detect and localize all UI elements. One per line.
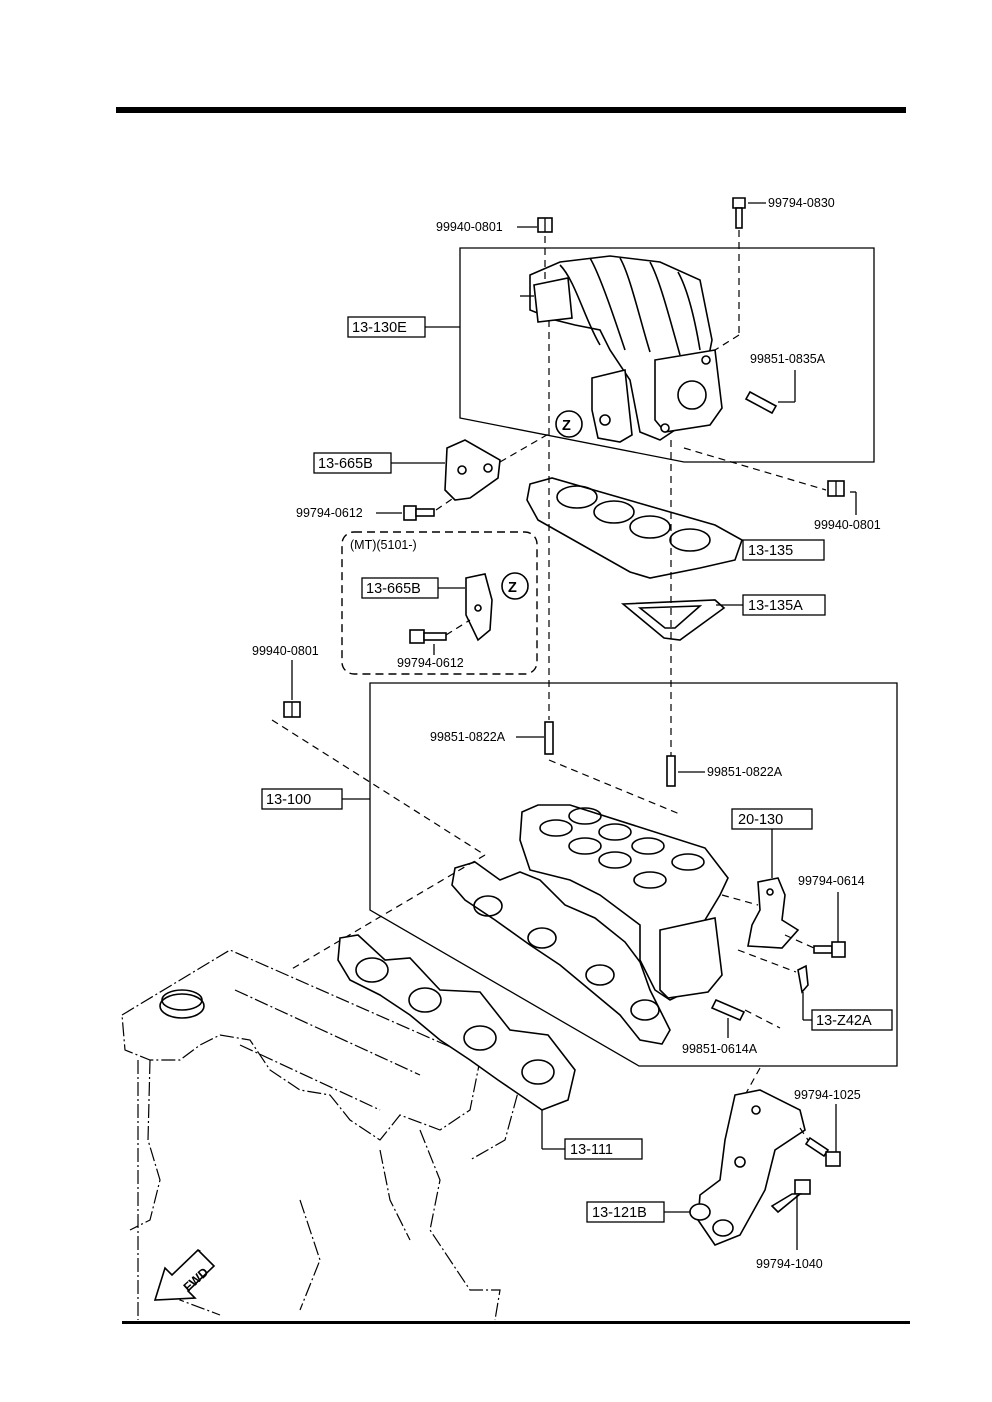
part-label-20-130: 20-130 <box>738 812 783 828</box>
bolt-icon <box>770 1179 811 1214</box>
bracket-20-130 <box>747 877 800 949</box>
fastener-label-99794-0612-top: 99794-0612 <box>296 506 363 520</box>
part-box-13-Z42A <box>811 1009 893 1031</box>
fastener-label-99940-0801-left: 99940-0801 <box>252 644 319 658</box>
fastener-label-99794-0612-mt: 99794-0612 <box>397 656 464 670</box>
svg-text:Z: Z <box>562 418 571 434</box>
header-rule <box>116 107 906 113</box>
bracket-13-665B-mt <box>465 573 493 642</box>
bolt-icon <box>804 1136 841 1167</box>
svg-text:Z: Z <box>508 580 517 596</box>
part-label-13-Z42A: 13-Z42A <box>816 1013 872 1029</box>
mt-option-group-box <box>341 531 538 675</box>
stud-icon <box>710 998 746 1022</box>
fastener-label-99940-0801-right: 99940-0801 <box>814 518 881 532</box>
footer-rule <box>122 1321 910 1324</box>
upper-intake-manifold <box>520 255 723 443</box>
part-label-13-665B-top: 13-665B <box>318 456 373 472</box>
fastener-label-99794-1025: 99794-1025 <box>794 1088 861 1102</box>
part-box-13-121B <box>586 1201 665 1223</box>
lower-intake-manifold <box>451 804 729 1045</box>
part-label-13-135A: 13-135A <box>748 598 803 614</box>
clip-13-Z42A <box>797 964 809 994</box>
fastener-label-99851-0835A: 99851-0835A <box>750 352 826 366</box>
gasket-13-135 <box>526 477 743 579</box>
bolt-icon <box>732 197 746 229</box>
nut-icon <box>537 217 553 233</box>
part-label-13-111: 13-111 <box>570 1142 613 1158</box>
stud-icon <box>744 390 778 415</box>
fastener-label-99794-1040: 99794-1040 <box>756 1257 823 1271</box>
lower-manifold-group-outline <box>369 682 898 1067</box>
upper-manifold-group-outline <box>459 247 875 463</box>
part-box-13-111 <box>564 1138 643 1160</box>
part-label-13-130E: 13-130E <box>352 320 407 336</box>
fastener-label-99851-0822A-left: 99851-0822A <box>430 730 506 744</box>
fastener-label-99794-0614: 99794-0614 <box>798 874 865 888</box>
gasket-13-135A <box>620 599 726 641</box>
part-label-13-100: 13-100 <box>266 792 311 808</box>
oil-filler-cap <box>159 989 205 1019</box>
nut-icon <box>283 701 301 718</box>
bracket-13-665B <box>444 439 501 501</box>
fastener-label-99851-0822A-right: 99851-0822A <box>707 765 783 779</box>
fastener-label-99940-0801-top: 99940-0801 <box>436 220 503 234</box>
stud-icon <box>666 755 676 787</box>
bolt-icon <box>409 629 447 644</box>
fastener-label-99794-0830: 99794-0830 <box>768 196 835 210</box>
part-label-13-135: 13-135 <box>748 543 793 559</box>
bolt-icon <box>813 941 846 958</box>
part-box-13-135A <box>742 594 826 616</box>
bolt-icon <box>403 505 435 521</box>
nut-icon <box>827 480 845 497</box>
part-box-13-135 <box>742 539 825 561</box>
bracket-13-121B <box>689 1089 806 1246</box>
gasket-13-111 <box>337 934 576 1111</box>
reference-marker-z-top: Z <box>555 410 583 438</box>
reference-marker-z-mt: Z <box>501 572 529 600</box>
part-label-13-665B-mt: 13-665B <box>366 581 421 597</box>
fastener-label-99851-0614A: 99851-0614A <box>682 1042 758 1056</box>
stud-icon <box>544 721 554 755</box>
fwd-direction-arrow: FWD <box>153 1248 216 1301</box>
mt-group-label: (MT)(5101-) <box>350 538 417 552</box>
part-label-13-121B: 13-121B <box>592 1205 647 1221</box>
